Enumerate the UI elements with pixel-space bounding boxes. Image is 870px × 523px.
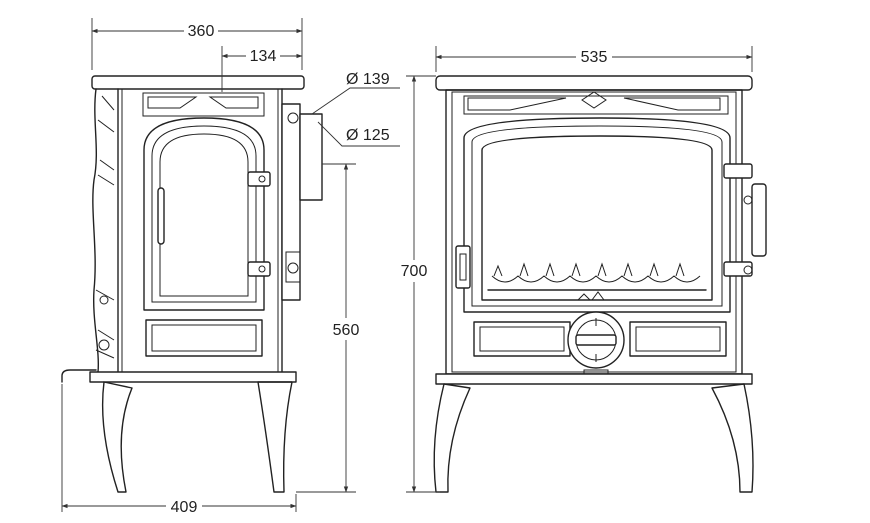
side-flue-collar [299,113,323,201]
front-top-ornament-left [467,97,567,111]
dim-outer-diameter-leader [311,87,400,115]
side-door [143,117,265,311]
dim-flue-offset-label: 134 [250,48,277,65]
front-top-ornament-right [623,97,721,111]
front-leg-right [711,383,754,493]
front-top-plate [435,75,753,91]
side-base-plate [89,371,297,383]
dim-inner-diameter-label: Ø 125 [346,127,390,144]
front-hinge-top [723,163,753,179]
side-front-lip [61,369,97,383]
side-ash-panel [145,319,263,357]
side-view [61,75,323,493]
front-center-diamond [581,91,607,109]
side-top-ornament-right [208,96,259,109]
front-air-control-knob [567,311,625,369]
front-base-plate [435,373,753,385]
dimension-lines [61,18,753,512]
front-leg-left [433,383,471,493]
dim-total-height-label: 700 [401,263,428,280]
front-grate [487,262,707,301]
dimension-labels: 360 134 Ø 139 Ø 125 560 409 535 700 [166,20,612,516]
dim-total-depth-label: 409 [171,499,198,516]
dim-flue-height-label: 560 [333,322,360,339]
side-top-plate [91,75,305,90]
side-leg-front [257,381,293,493]
front-side-handle [751,183,767,257]
front-glass-window [481,135,713,301]
side-back-plate [281,103,301,301]
dim-outer-diameter-label: Ø 139 [346,71,390,88]
side-top-ornament-left [147,96,198,109]
side-door-handle [157,187,165,245]
front-door-latch [455,245,471,289]
dim-inner-diameter-leader [317,121,400,147]
side-leg-rear [101,381,133,493]
side-rear-profile [92,88,100,373]
dim-front-width-label: 535 [581,49,608,66]
dim-side-width-label: 360 [188,23,215,40]
front-view [433,75,767,493]
front-door-frame [463,117,731,313]
front-ash-panel-right [629,321,727,357]
